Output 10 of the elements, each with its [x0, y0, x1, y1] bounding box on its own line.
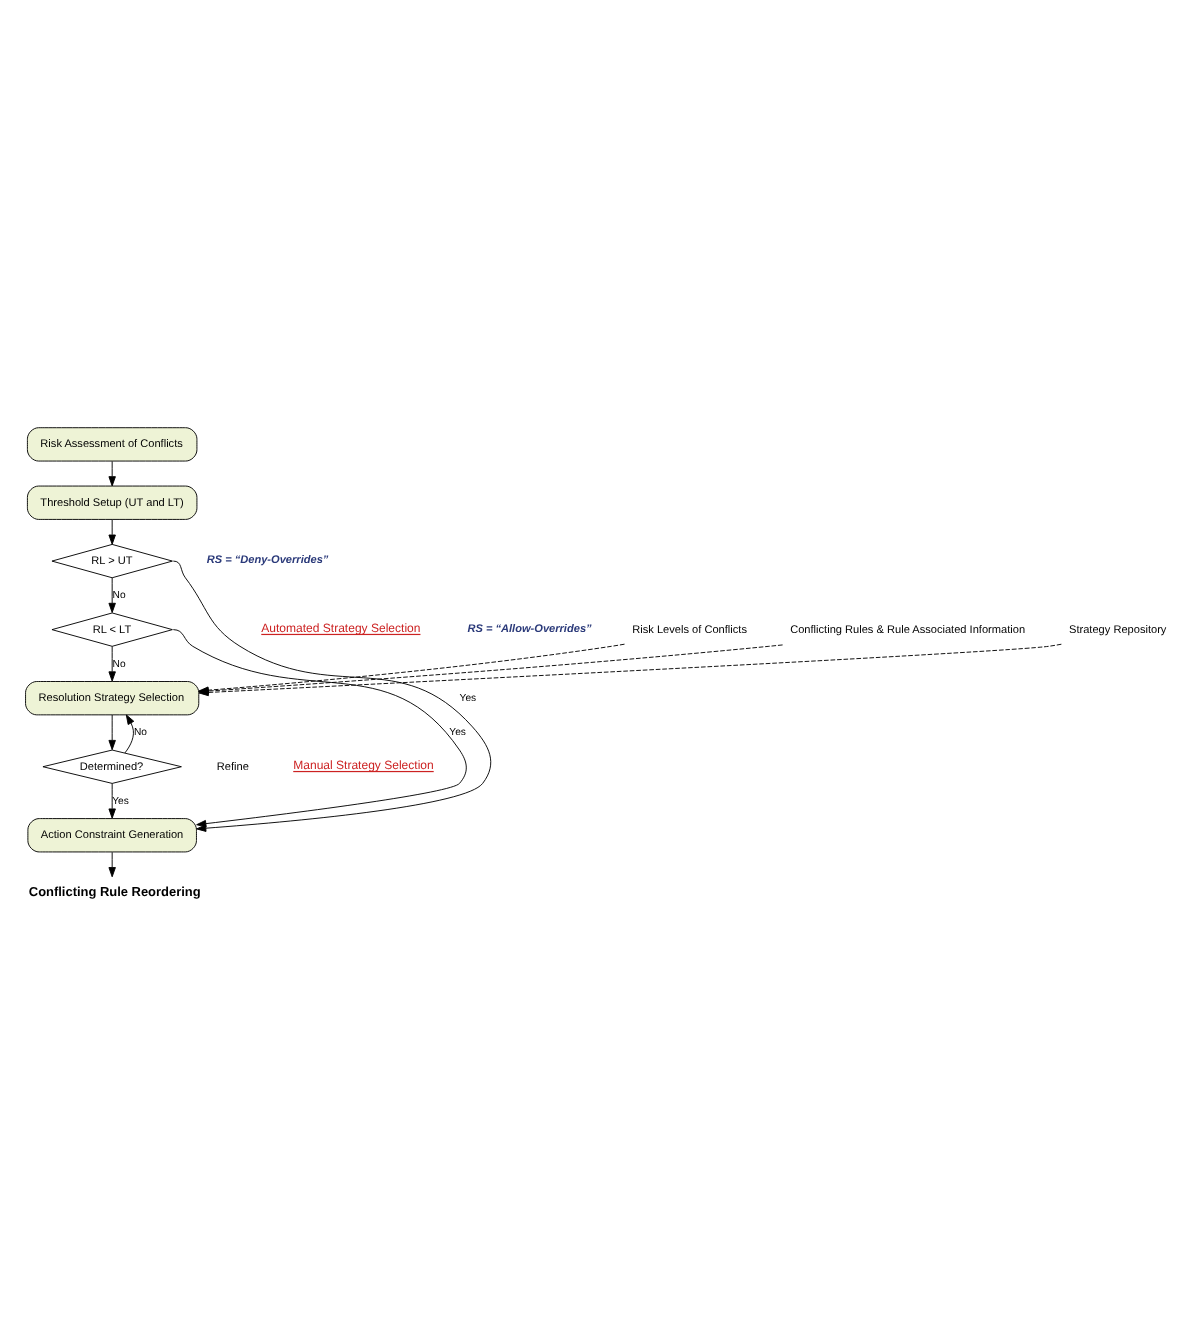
arrow [108, 850, 116, 877]
arrow [172, 559, 492, 831]
arrow [172, 628, 467, 827]
arrow [108, 713, 116, 750]
arrow [108, 644, 116, 681]
arrow [124, 713, 135, 753]
arrow [108, 459, 116, 486]
arrow [108, 518, 116, 544]
arrow [108, 782, 116, 818]
arrow [108, 576, 116, 612]
